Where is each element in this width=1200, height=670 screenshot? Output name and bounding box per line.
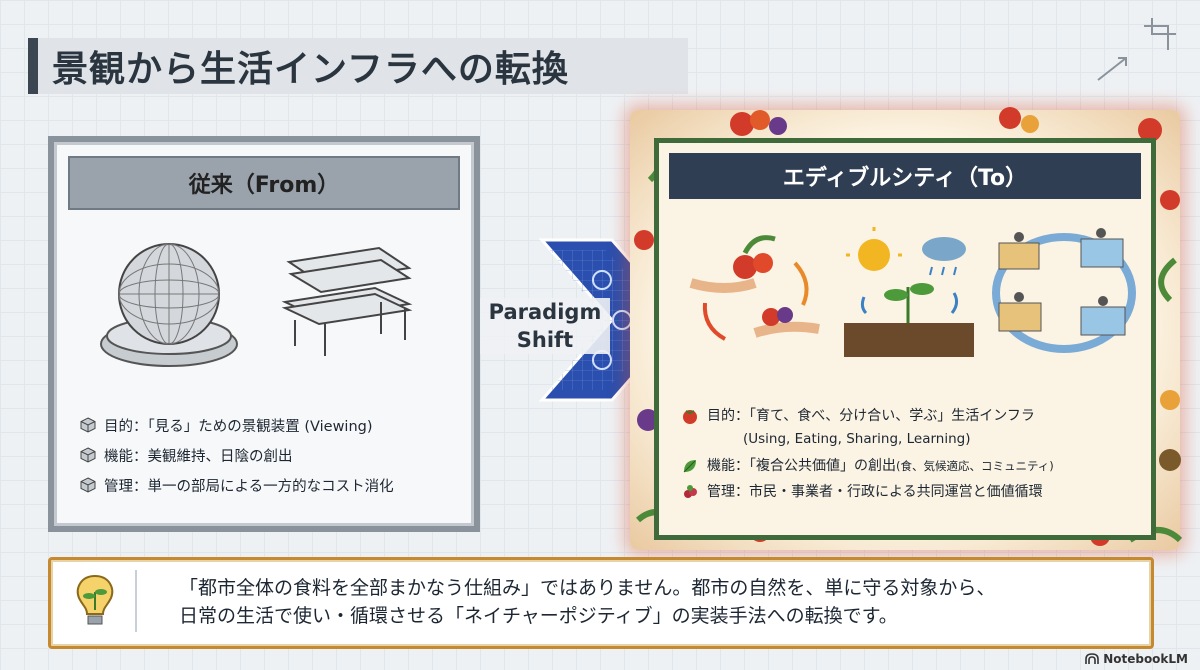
lightbulb-icon [76,574,114,625]
note-text: 「都市全体の食料を全部まかなう仕組み」ではありません。都市の自然を、単に守る対象… [179,574,1131,630]
from-list: 目的：「見る」ための景観装置 (Viewing) 機能：美観維持、日陰の創出 管… [80,410,462,500]
to-item-purpose-sub: (Using, Eating, Sharing, Learning) [743,431,971,447]
brand-label: NotebookLM [1103,652,1188,666]
to-panel: エディブルシティ（To） 目的：「育て、食べ、分け合い、学ぶ」生活インフラ [654,138,1156,540]
to-item-function-main: 機能：「複合公共価値」の創出 [707,458,896,474]
berries-icon [684,485,697,498]
from-panel: 従来（From） 目的：「見る」ための景観装置 (Viewin [48,136,480,532]
paradigm-shift-label: Paradigm Shift [480,298,610,354]
note-icon-box [65,570,137,632]
climate-growth-illustration [844,227,974,357]
to-item-function: 機能：「複合公共価値」の創出(食、気候適応、コミュニティ) [707,455,1054,477]
to-list: 目的：「育て、食べ、分け合い、学ぶ」生活インフラ (Using, Eating,… [681,405,1143,507]
cube-icon [80,447,96,463]
paradigm-line2: Shift [516,328,574,352]
list-item: 管理：市民・事業者・行政による共同運営と価値循環 [681,481,1143,507]
note-line2: 日常の生活で使い・循環させる「ネイチャーポジティブ」の実装手法への転換です。 [179,605,898,627]
corner-mark-icon [1144,18,1176,50]
cube-icon [80,417,96,433]
list-item: 管理：単一の部局による一方的なコスト消化 [80,470,462,500]
to-item-purpose: 目的：「育て、食べ、分け合い、学ぶ」生活インフラ [707,408,1035,424]
summary-note: 「都市全体の食料を全部まかなう仕組み」ではありません。都市の自然を、単に守る対象… [48,557,1154,649]
list-item: 機能：「複合公共価値」の創出(食、気候適応、コミュニティ) [681,455,1143,481]
vegetable-border-illustration [634,107,1183,546]
community-market-illustration [992,228,1136,353]
from-item-purpose: 目的：「見る」ための景観装置 (Viewing) [104,418,373,435]
note-line1: 「都市全体の食料を全部まかなう仕組み」ではありません。都市の自然を、単に守る対象… [179,577,996,599]
sharing-hands-illustration [689,235,820,341]
cube-icon [80,477,96,493]
to-heading: エディブルシティ（To） [669,153,1141,199]
list-item: 目的：「見る」ための景観装置 (Viewing) [80,410,462,440]
paradigm-line1: Paradigm [488,300,602,324]
notebooklm-logo-icon [1085,653,1099,664]
fountain-sphere-illustration [100,243,238,367]
from-item-management: 管理：単一の部局による一方的なコスト消化 [104,478,394,495]
to-item-function-small: (食、気候適応、コミュニティ) [896,459,1054,473]
list-item: 目的：「育て、食べ、分け合い、学ぶ」生活インフラ [681,405,1143,431]
diagonal-arrow-icon [1097,57,1127,81]
title-bar [28,38,688,94]
from-item-function: 機能：美観維持、日陰の創出 [104,448,293,465]
from-heading: 従来（From） [68,156,460,210]
page-title: 景観から生活インフラへの転換 [52,49,569,90]
leaf-icon [683,460,696,473]
tomato-icon [683,410,697,424]
brand-watermark: NotebookLM [1085,652,1188,666]
to-item-management: 管理：市民・事業者・行政による共同運営と価値循環 [707,484,1043,500]
park-bench-illustration [281,246,413,356]
list-item: 機能：美観維持、日陰の創出 [80,440,462,470]
